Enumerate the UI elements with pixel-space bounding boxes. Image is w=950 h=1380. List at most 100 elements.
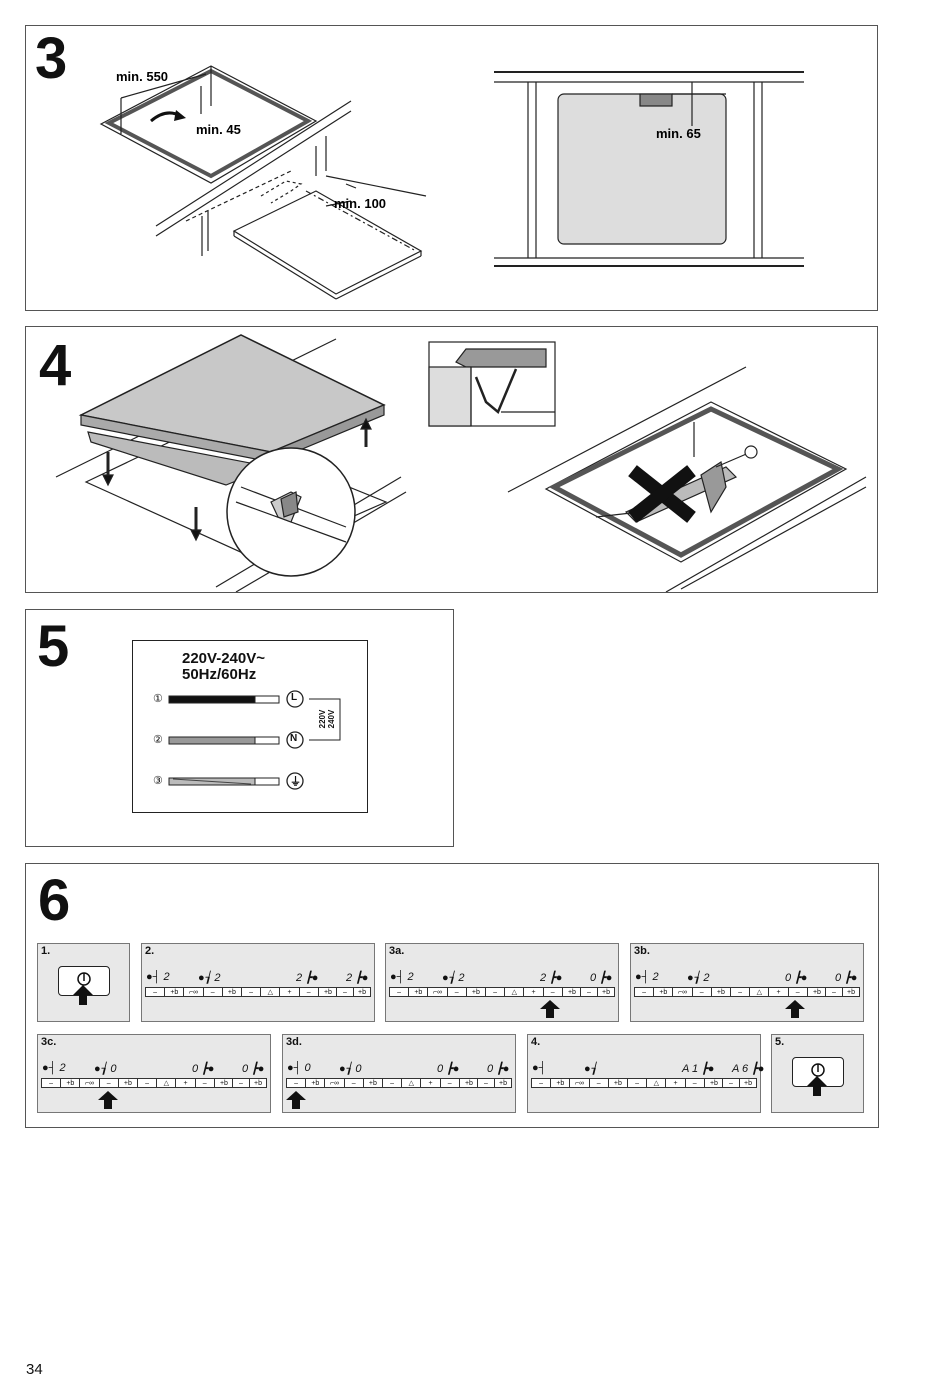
touch-key[interactable]: – xyxy=(137,1078,158,1088)
zone-readout: ●┧ 2 xyxy=(198,972,221,984)
touch-key[interactable]: – xyxy=(389,987,410,997)
zone-readout: ●┤ xyxy=(532,1062,547,1074)
touch-key[interactable]: ⌐∞ xyxy=(427,987,448,997)
touch-key[interactable]: ⌐∞ xyxy=(79,1078,100,1088)
step-5-panel: 5 220V-240V~ 50Hz/60Hz ① ② ③ L N ⏚ xyxy=(25,609,454,847)
wiring-diagram: 220V-240V~ 50Hz/60Hz ① ② ③ L N ⏚ 220V xyxy=(132,640,368,813)
touch-key[interactable]: +b xyxy=(607,1078,629,1088)
touch-key[interactable]: △ xyxy=(401,1078,422,1088)
touch-key[interactable]: +b xyxy=(305,1078,326,1088)
touch-key[interactable]: +b xyxy=(317,987,339,997)
touch-key[interactable]: – xyxy=(634,987,655,997)
touch-key[interactable]: +b xyxy=(494,1078,512,1088)
touch-key[interactable]: +b xyxy=(249,1078,267,1088)
touch-key[interactable]: – xyxy=(241,987,262,997)
touch-key[interactable]: +b xyxy=(458,1078,480,1088)
touch-key[interactable]: + xyxy=(175,1078,196,1088)
page-number: 34 xyxy=(26,1361,43,1378)
touch-key[interactable]: +b xyxy=(597,987,615,997)
touch-key[interactable]: – xyxy=(286,1078,307,1088)
touch-key[interactable]: – xyxy=(145,987,166,997)
touch-key[interactable]: – xyxy=(382,1078,403,1088)
touch-key-strip-right: –+b xyxy=(722,1078,757,1088)
touch-key[interactable]: ⌐∞ xyxy=(324,1078,345,1088)
touch-key[interactable]: +b xyxy=(221,987,243,997)
touch-key[interactable]: + xyxy=(523,987,544,997)
substep-1: 1. xyxy=(37,943,130,1022)
touch-key[interactable]: – xyxy=(98,1078,119,1088)
touch-key[interactable]: – xyxy=(588,1078,609,1088)
touch-key[interactable]: +b xyxy=(465,987,487,997)
touch-key[interactable]: – xyxy=(531,1078,552,1088)
press-arrow-icon xyxy=(784,999,806,1024)
touch-key[interactable]: – xyxy=(787,987,808,997)
zone-readout: 0 ┣● xyxy=(835,972,858,984)
touch-key[interactable]: +b xyxy=(842,987,860,997)
touch-key[interactable]: △ xyxy=(749,987,770,997)
step-3-panel: 3 xyxy=(25,25,878,311)
touch-key[interactable]: + xyxy=(768,987,789,997)
zone-readout: A 1 ┣● xyxy=(682,1063,715,1075)
touch-key[interactable]: + xyxy=(279,987,300,997)
touch-key[interactable]: – xyxy=(722,1078,740,1088)
touch-key[interactable]: +b xyxy=(710,987,732,997)
voltage-label: 220V-240V~ xyxy=(182,650,265,667)
power-button[interactable] xyxy=(58,966,110,996)
touch-key[interactable]: – xyxy=(41,1078,62,1088)
touch-key[interactable]: – xyxy=(627,1078,648,1088)
press-arrow-icon xyxy=(285,1090,307,1115)
touch-key[interactable]: +b xyxy=(739,1078,757,1088)
zone-readout: ●┤ 0 xyxy=(287,1062,311,1074)
terminal-l: L xyxy=(291,692,298,703)
touch-key[interactable]: – xyxy=(194,1078,215,1088)
touch-key[interactable]: +b xyxy=(703,1078,725,1088)
touch-key[interactable]: + xyxy=(420,1078,441,1088)
touch-key[interactable]: ⌐∞ xyxy=(569,1078,590,1088)
touch-key[interactable]: – xyxy=(232,1078,250,1088)
wiring-svg xyxy=(168,690,341,790)
touch-key[interactable]: + xyxy=(665,1078,686,1088)
touch-key[interactable]: – xyxy=(446,987,467,997)
touch-key[interactable]: – xyxy=(202,987,223,997)
touch-key[interactable]: – xyxy=(477,1078,495,1088)
zone-readout: A 6 ┣● xyxy=(732,1063,765,1075)
touch-key[interactable]: ⌐∞ xyxy=(672,987,693,997)
touch-key[interactable]: +b xyxy=(117,1078,139,1088)
zone-readout: 0 ┣● xyxy=(487,1063,510,1075)
touch-key[interactable]: +b xyxy=(653,987,674,997)
touch-key[interactable]: +b xyxy=(213,1078,235,1088)
touch-key[interactable]: △ xyxy=(504,987,525,997)
touch-key[interactable]: – xyxy=(542,987,563,997)
touch-key[interactable]: +b xyxy=(353,987,371,997)
touch-key[interactable]: +b xyxy=(164,987,185,997)
touch-key[interactable]: ⌐∞ xyxy=(183,987,204,997)
touch-key[interactable]: +b xyxy=(550,1078,571,1088)
touch-key[interactable]: – xyxy=(691,987,712,997)
touch-key[interactable]: – xyxy=(580,987,598,997)
touch-key[interactable]: – xyxy=(730,987,751,997)
touch-key[interactable]: △ xyxy=(646,1078,667,1088)
touch-key[interactable]: – xyxy=(684,1078,705,1088)
touch-key[interactable]: – xyxy=(825,987,843,997)
wire-1-index: ① xyxy=(153,693,163,705)
touch-key[interactable]: +b xyxy=(362,1078,384,1088)
touch-key[interactable]: +b xyxy=(806,987,828,997)
touch-key[interactable]: – xyxy=(336,987,354,997)
touch-key[interactable]: – xyxy=(298,987,319,997)
touch-key[interactable]: △ xyxy=(156,1078,177,1088)
touch-key[interactable]: – xyxy=(439,1078,460,1088)
zone-readout: ●┤ 2 xyxy=(146,971,170,983)
touch-key[interactable]: – xyxy=(485,987,506,997)
touch-key[interactable]: +b xyxy=(60,1078,81,1088)
zone-readout: ●┧ xyxy=(584,1063,598,1075)
touch-key[interactable]: +b xyxy=(561,987,583,997)
touch-key[interactable]: – xyxy=(343,1078,364,1088)
zone-readout: ●┤ 2 xyxy=(390,971,414,983)
frequency-label: 50Hz/60Hz xyxy=(182,666,257,683)
substep-4: 4.●┤●┧A 1 ┣●A 6 ┣●–+b⌐∞–+b–△+–+b–+b xyxy=(527,1034,765,1113)
touch-key[interactable]: +b xyxy=(408,987,429,997)
touch-key[interactable]: △ xyxy=(260,987,281,997)
